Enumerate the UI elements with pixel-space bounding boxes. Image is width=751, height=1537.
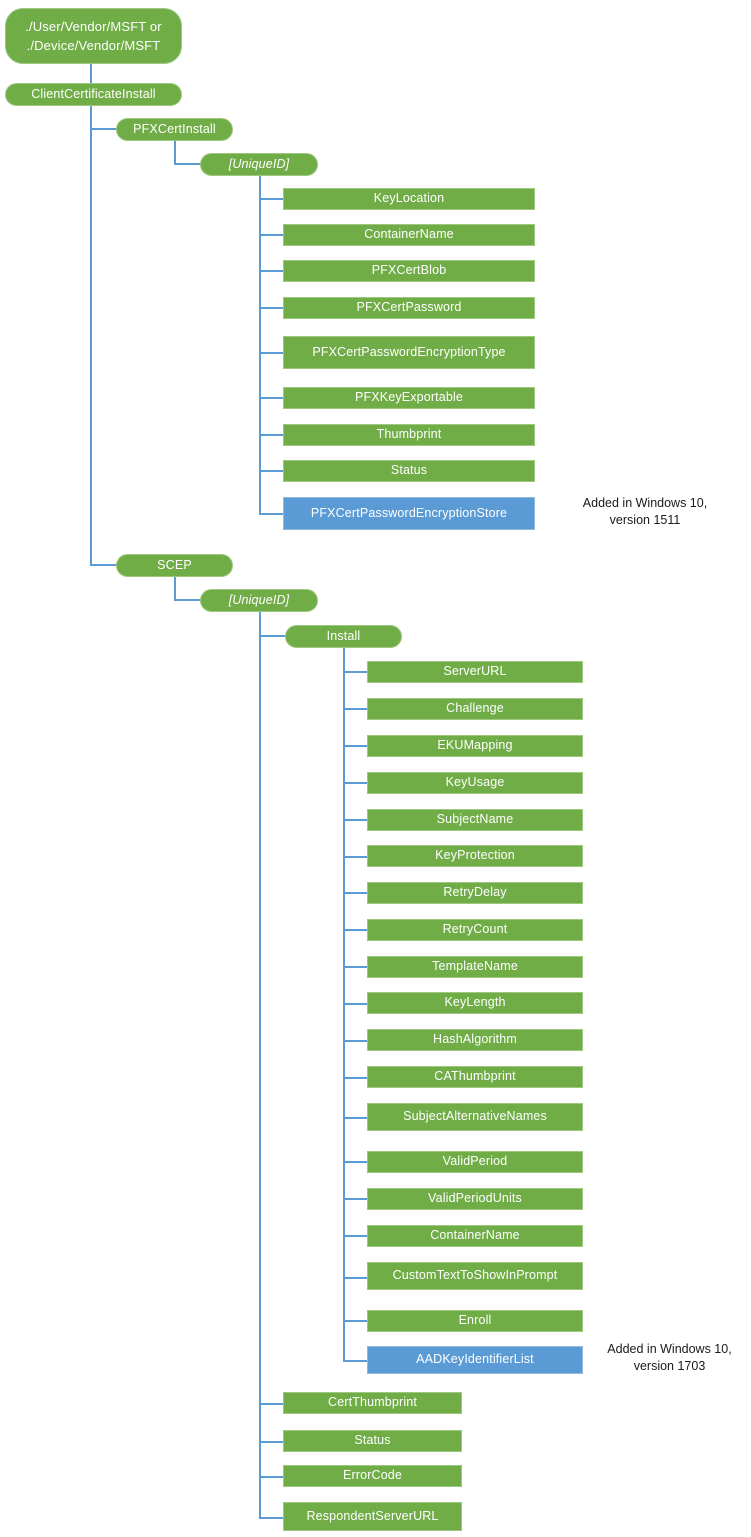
connector-pfx-uniqueid-trunk <box>259 175 261 514</box>
node-enroll[interactable]: Enroll <box>367 1310 583 1332</box>
node-client-certificate-install[interactable]: ClientCertificateInstall <box>5 83 182 106</box>
connector-scep-child-stub <box>259 1476 284 1478</box>
node-server-url[interactable]: ServerURL <box>367 661 583 683</box>
note-pfx-added-version: Added in Windows 10, version 1511 <box>582 496 708 527</box>
connector-pfx-child-stub <box>259 270 284 272</box>
connector-install-child-stub <box>343 1198 368 1200</box>
connector-install-child-stub <box>343 1277 368 1279</box>
node-subject-alternative-names[interactable]: SubjectAlternativeNames <box>367 1103 583 1131</box>
node-install[interactable]: Install <box>285 625 402 648</box>
connector-pfx-child-stub <box>259 352 284 354</box>
connector-pfx-child-stub <box>259 198 284 200</box>
connector-install-child-stub <box>343 1161 368 1163</box>
connector-install-child-stub <box>343 856 368 858</box>
node-scep-status[interactable]: Status <box>283 1430 462 1452</box>
node-root[interactable]: ./User/Vendor/MSFT or ./Device/Vendor/MS… <box>5 8 182 64</box>
connector-install-child-stub <box>343 1003 368 1005</box>
node-eku-mapping[interactable]: EKUMapping <box>367 735 583 757</box>
node-key-location[interactable]: KeyLocation <box>283 188 535 210</box>
node-pfx-cert-password[interactable]: PFXCertPassword <box>283 297 535 319</box>
connector-install-child-stub <box>343 819 368 821</box>
node-challenge[interactable]: Challenge <box>367 698 583 720</box>
connector-level1-to-scep <box>90 564 117 566</box>
node-status[interactable]: Status <box>283 460 535 482</box>
node-subject-name[interactable]: SubjectName <box>367 809 583 831</box>
connector-scep-uniqueid-trunk <box>259 611 261 1518</box>
node-scep-unique-id[interactable]: [UniqueID] <box>200 589 318 612</box>
node-custom-text-to-show-in-prompt[interactable]: CustomTextToShowInPrompt <box>367 1262 583 1290</box>
node-pfx-cert-password-encryption-type[interactable]: PFXCertPasswordEncryptionType <box>283 336 535 369</box>
node-scep[interactable]: SCEP <box>116 554 233 577</box>
node-ca-thumbprint[interactable]: CAThumbprint <box>367 1066 583 1088</box>
connector-pfx-child-stub <box>259 513 284 515</box>
node-aad-key-identifier-list[interactable]: AADKeyIdentifierList <box>367 1346 583 1374</box>
connector-pfx-child-stub <box>259 470 284 472</box>
connector-install-child-stub <box>343 1117 368 1119</box>
connector-install-child-stub <box>343 929 368 931</box>
note-scep-added-version: Added in Windows 10, version 1703 <box>607 1342 732 1373</box>
node-pfx-cert-blob[interactable]: PFXCertBlob <box>283 260 535 282</box>
node-thumbprint[interactable]: Thumbprint <box>283 424 535 446</box>
connector-install-child-stub <box>343 1320 368 1322</box>
node-pfx-cert-install[interactable]: PFXCertInstall <box>116 118 233 141</box>
node-scep-container-name[interactable]: ContainerName <box>367 1225 583 1247</box>
connector-root-to-level1 <box>90 63 92 83</box>
connector-install-child-stub <box>343 1077 368 1079</box>
node-respondent-server-url[interactable]: RespondentServerURL <box>283 1502 462 1531</box>
connector-install-child-stub <box>343 745 368 747</box>
node-template-name[interactable]: TemplateName <box>367 956 583 978</box>
connector-pfx-child-stub <box>259 234 284 236</box>
node-error-code[interactable]: ErrorCode <box>283 1465 462 1487</box>
connector-pfx-trunk <box>174 140 176 164</box>
connector-scep-trunk <box>174 576 176 600</box>
node-valid-period-units[interactable]: ValidPeriodUnits <box>367 1188 583 1210</box>
node-retry-count[interactable]: RetryCount <box>367 919 583 941</box>
connector-scep-to-uniqueid <box>174 599 201 601</box>
connector-pfx-to-uniqueid <box>174 163 201 165</box>
node-cert-thumbprint[interactable]: CertThumbprint <box>283 1392 462 1414</box>
connector-install-child-stub <box>343 782 368 784</box>
connector-install-child-stub <box>343 892 368 894</box>
connector-install-child-stub <box>343 708 368 710</box>
connector-scep-to-install <box>259 635 286 637</box>
node-hash-algorithm[interactable]: HashAlgorithm <box>367 1029 583 1051</box>
connector-scep-child-stub <box>259 1403 284 1405</box>
connector-pfx-child-stub <box>259 434 284 436</box>
node-container-name[interactable]: ContainerName <box>283 224 535 246</box>
node-valid-period[interactable]: ValidPeriod <box>367 1151 583 1173</box>
node-key-usage[interactable]: KeyUsage <box>367 772 583 794</box>
connector-install-child-stub <box>343 1360 368 1362</box>
node-key-length[interactable]: KeyLength <box>367 992 583 1014</box>
connector-scep-child-stub <box>259 1517 284 1519</box>
connector-pfx-child-stub <box>259 397 284 399</box>
connector-install-child-stub <box>343 671 368 673</box>
connector-level1-trunk <box>90 105 92 565</box>
connector-install-child-stub <box>343 1040 368 1042</box>
connector-pfx-child-stub <box>259 307 284 309</box>
connector-level1-to-pfx <box>90 128 117 130</box>
node-retry-delay[interactable]: RetryDelay <box>367 882 583 904</box>
connector-install-child-stub <box>343 1235 368 1237</box>
node-pfx-unique-id[interactable]: [UniqueID] <box>200 153 318 176</box>
connector-scep-child-stub <box>259 1441 284 1443</box>
connector-install-child-stub <box>343 966 368 968</box>
node-pfx-cert-password-encryption-store[interactable]: PFXCertPasswordEncryptionStore <box>283 497 535 530</box>
node-pfx-key-exportable[interactable]: PFXKeyExportable <box>283 387 535 409</box>
node-key-protection[interactable]: KeyProtection <box>367 845 583 867</box>
